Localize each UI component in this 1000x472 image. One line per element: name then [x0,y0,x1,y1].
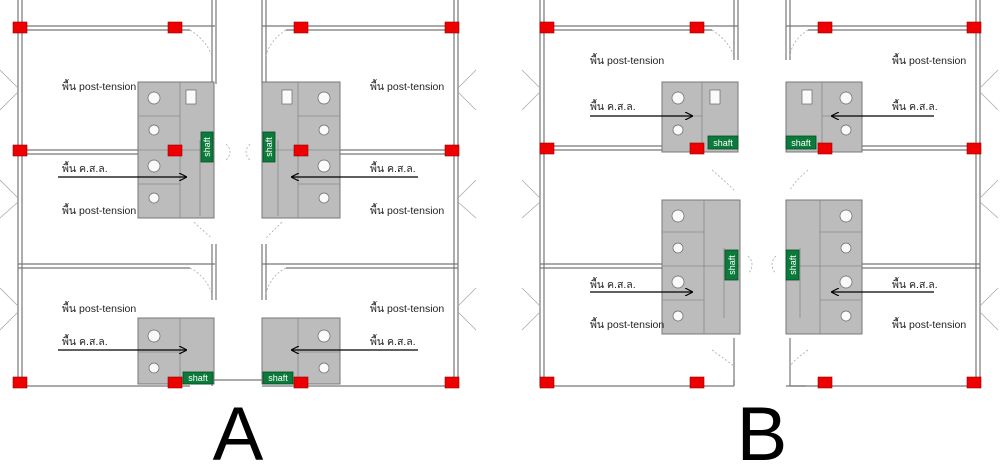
column [444,144,460,157]
column [12,144,28,157]
column [817,21,833,34]
column [539,376,555,389]
column [817,142,833,155]
column [293,376,309,389]
shaft-marker [724,249,739,281]
option-letter-b: B [737,392,788,472]
column [689,21,705,34]
column [539,21,555,34]
column [444,376,460,389]
plan-b-wetcore-large-left [661,199,741,335]
column [12,21,28,34]
slab-label-rc: พื้น ค.ส.ล. [62,161,108,175]
shaft-label: shaft [727,255,737,275]
column [12,376,28,389]
slab-label-post-tension: พื้น post-tension [370,203,444,217]
column [966,142,982,155]
column [167,376,183,389]
shaft-label: shaft [788,255,798,275]
plan-b-labels: พื้น post-tension พื้น post-tension พื้น… [590,53,966,331]
slab-label-post-tension: พื้น post-tension [370,301,444,315]
column [293,21,309,34]
slab-label-post-tension: พื้น post-tension [62,79,136,93]
plan-a: shaft shaft shaft shaft พื้น post-tensio… [0,0,477,472]
shaft-marker [200,131,214,163]
column [689,376,705,389]
slab-label-rc: พื้น ค.ส.ล. [62,334,108,348]
plan-b-walls [521,0,999,387]
column [167,144,183,157]
slab-label-rc: พื้น ค.ส.ล. [892,99,938,113]
slab-label-rc: พื้น ค.ส.ล. [590,99,636,113]
column [689,142,705,155]
plan-a-columns [12,21,460,389]
plan-a-labels: พื้น post-tension พื้น post-tension พื้น… [62,79,444,348]
slab-label-post-tension: พื้น post-tension [62,203,136,217]
plan-a-walls [0,0,477,387]
plan-a-shafts: shaft shaft shaft shaft [182,131,294,385]
slab-label-rc: พื้น ค.ส.ล. [590,277,636,291]
column [444,21,460,34]
slab-label-rc: พื้น ค.ส.ล. [892,277,938,291]
shaft-marker [262,371,294,385]
slab-label-rc: พื้น ค.ส.ล. [370,161,416,175]
plan-b-shafts: shaft shaft shaft shaft [707,135,817,281]
column [817,376,833,389]
shaft-label: shaft [791,138,811,148]
slab-label-post-tension: พื้น post-tension [590,317,664,331]
shaft-label: shaft [188,373,208,383]
shaft-label: shaft [713,138,733,148]
plan-b: shaft shaft shaft shaft พื้น post-tensio… [521,0,999,472]
shaft-marker [262,131,276,163]
slab-label-post-tension: พื้น post-tension [62,301,136,315]
shaft-label: shaft [268,373,288,383]
slab-label-post-tension: พื้น post-tension [370,79,444,93]
shaft-marker [707,135,739,150]
slab-label-post-tension: พื้น post-tension [892,317,966,331]
plan-a-arrows [58,177,418,350]
option-letter-a: A [213,392,264,472]
column [966,21,982,34]
shaft-label: shaft [264,137,274,157]
column [293,144,309,157]
shaft-marker [785,249,800,281]
plan-b-arrows [590,116,934,292]
slab-label-post-tension: พื้น post-tension [590,53,664,67]
slab-label-rc: พื้น ค.ส.ล. [370,334,416,348]
column [966,376,982,389]
shaft-marker [182,371,214,385]
column [167,21,183,34]
plan-b-columns [539,21,982,389]
column [539,142,555,155]
shaft-marker [785,135,817,150]
slab-label-post-tension: พื้น post-tension [892,53,966,67]
shaft-label: shaft [202,137,212,157]
